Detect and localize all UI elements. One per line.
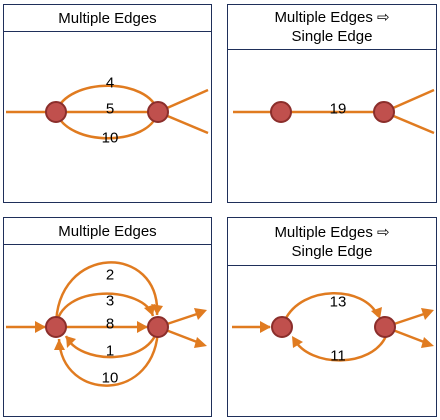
- edge-3: [54, 292, 155, 328]
- edge-weight-label: 10: [102, 370, 119, 387]
- node-left: [45, 316, 67, 338]
- arrowhead: [137, 321, 148, 333]
- panel-title-line-1: Multiple Edges ⇨: [274, 223, 390, 241]
- graph-diagram: 19: [233, 88, 435, 135]
- node-right: [147, 101, 169, 123]
- panel-multiple-edges-undirected: Multiple Edges 4 5 10: [3, 4, 212, 203]
- panel-title-line-1: Multiple Edges: [58, 222, 157, 240]
- graph-diagram: 13 11: [232, 292, 434, 365]
- arrowhead: [371, 307, 382, 319]
- node-right: [374, 316, 396, 338]
- panel-multiple-edges-directed: Multiple Edges 2 3 8 1 10: [3, 217, 212, 417]
- edge-1: [64, 326, 160, 359]
- arrowhead: [260, 321, 271, 333]
- panel-title-line-1: Multiple Edges: [58, 9, 157, 27]
- arrowhead: [194, 308, 207, 320]
- panel-title: Multiple Edges ⇨ Single Edge: [228, 218, 436, 266]
- edge-13: [283, 292, 380, 321]
- edge-weight-label: 1: [106, 343, 114, 360]
- graph-diagram: 2 3 8 1 10: [6, 261, 207, 387]
- edge-weight-label: 10: [102, 130, 119, 147]
- arrowhead: [421, 337, 434, 348]
- panel-title-line-2: Single Edge: [291, 242, 373, 260]
- arrowhead: [54, 339, 65, 350]
- node-left: [271, 316, 293, 338]
- panel-title: Multiple Edges: [4, 5, 211, 32]
- edge-weight-label: 13: [330, 294, 347, 311]
- panel-title: Multiple Edges: [4, 218, 211, 245]
- node-left: [270, 101, 292, 123]
- edge-upper: [54, 84, 160, 113]
- edge-weight-label: 4: [106, 75, 114, 92]
- panel-title-line-1: Multiple Edges ⇨: [274, 9, 390, 26]
- edge-weight-label: 5: [106, 101, 114, 118]
- panel-single-edge-undirected: Multiple Edges ⇨ Single Edge 19: [227, 4, 437, 203]
- node-right: [373, 101, 395, 123]
- edge-weight-label: 3: [106, 293, 114, 310]
- node-left: [45, 101, 67, 123]
- arrowhead: [144, 304, 155, 316]
- edge-weight-label: 11: [330, 348, 346, 365]
- edge-weight-label: 2: [106, 267, 114, 284]
- panel-title-line-2: Single Edge: [291, 28, 373, 45]
- edge-weight-label: 8: [106, 316, 114, 333]
- panel-title: Multiple Edges ⇨ Single Edge: [228, 5, 436, 50]
- graph-diagram: 4 5 10: [6, 75, 209, 147]
- edge-10: [57, 326, 160, 387]
- panel-single-edge-directed: Multiple Edges ⇨ Single Edge 13 11: [227, 217, 437, 417]
- edge-lower: [54, 111, 160, 140]
- edge-weight-label: 19: [330, 101, 347, 118]
- arrowhead: [194, 337, 207, 348]
- arrowhead: [292, 336, 303, 348]
- node-right: [147, 316, 169, 338]
- edge-2: [54, 261, 159, 328]
- arrowhead: [35, 321, 46, 333]
- arrowhead: [421, 308, 434, 320]
- edge-11: [292, 335, 388, 362]
- arrowhead: [66, 336, 76, 348]
